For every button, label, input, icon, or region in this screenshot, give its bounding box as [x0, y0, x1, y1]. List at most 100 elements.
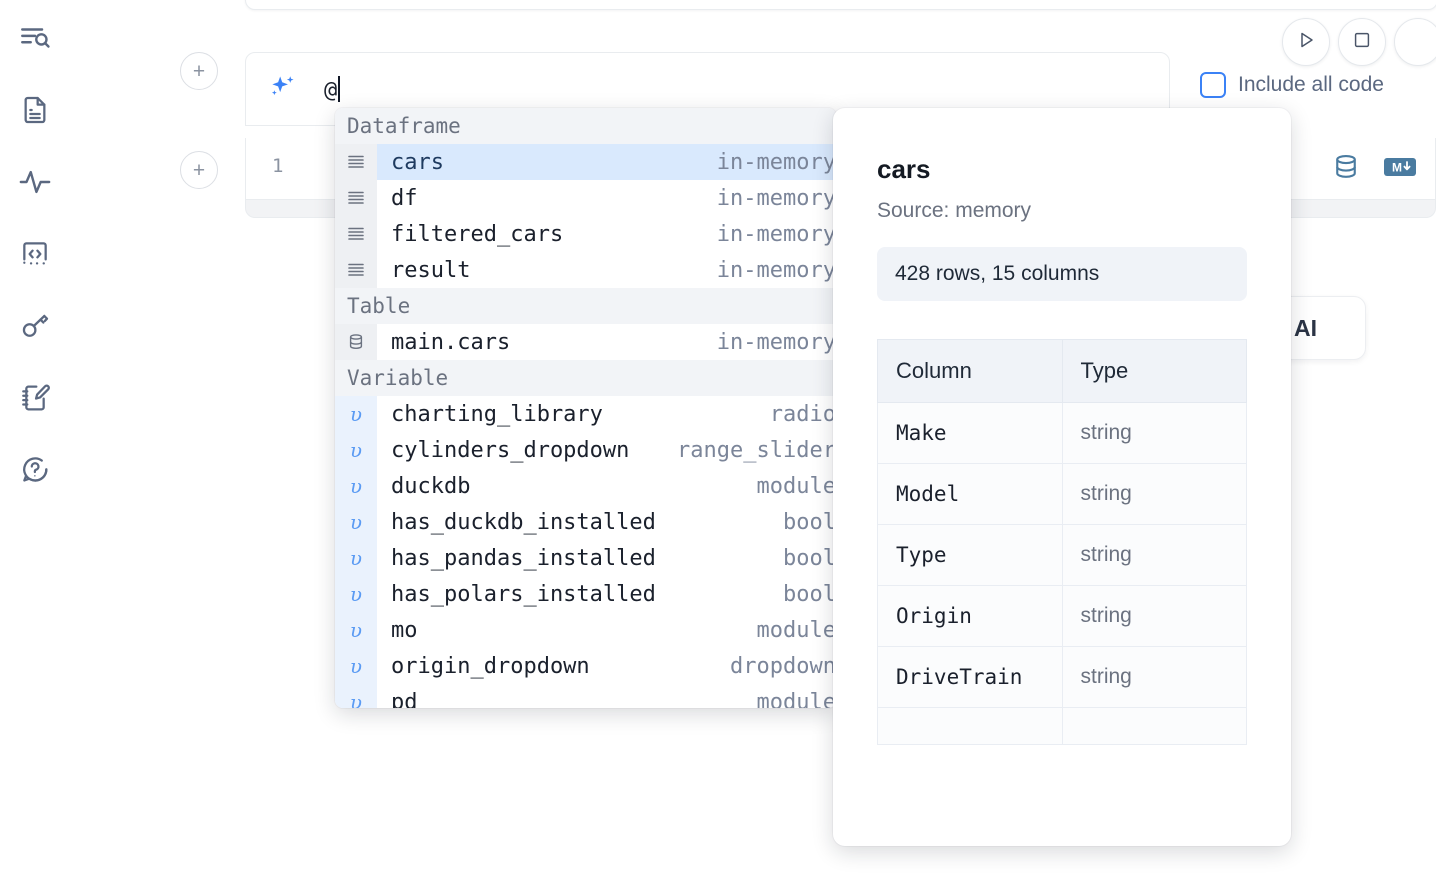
line-number: 1 — [272, 155, 284, 177]
autocomplete-item[interactable]: df in-memory — [335, 180, 836, 216]
sparkles-icon — [266, 72, 300, 106]
autocomplete-item[interactable]: result in-memory — [335, 252, 836, 288]
notebook-pen-icon — [19, 382, 51, 414]
include-all-code-label: Include all code — [1238, 73, 1384, 96]
autocomplete-item-name: has_duckdb_installed — [391, 509, 656, 535]
svg-text:M: M — [1392, 161, 1402, 175]
play-icon — [1294, 28, 1318, 57]
stop-button[interactable] — [1338, 18, 1386, 66]
upsilon-icon: υ — [335, 432, 377, 468]
plus-icon: + — [192, 158, 206, 182]
detail-source: Source: memory — [877, 199, 1032, 222]
autocomplete-item-type: in-memory — [716, 185, 836, 211]
ai-prompt-input[interactable]: @ — [324, 75, 341, 103]
column-type-cell: string — [1061, 463, 1247, 525]
autocomplete-item-type: in-memory — [716, 221, 836, 247]
text-caret — [338, 75, 341, 102]
run-button[interactable] — [1282, 18, 1330, 66]
column-name-cell: Type — [877, 524, 1063, 586]
sidebar-item-variables[interactable] — [13, 160, 57, 204]
column-name-cell — [877, 707, 1063, 745]
column-header-type: Type — [1061, 339, 1247, 403]
plus-icon: + — [192, 59, 206, 83]
stop-square-icon — [1351, 29, 1373, 56]
autocomplete-item[interactable]: cars in-memory — [335, 144, 836, 180]
upsilon-icon: υ — [335, 504, 377, 540]
autocomplete-item-type: module — [756, 617, 836, 643]
column-header-column: Column — [877, 339, 1063, 403]
key-icon — [19, 310, 51, 342]
autocomplete-item-name: pd — [391, 689, 418, 709]
upsilon-icon: υ — [335, 468, 377, 504]
autocomplete-item-type: in-memory — [716, 257, 836, 283]
activity-icon — [18, 165, 52, 199]
sidebar-item-explore[interactable] — [13, 16, 57, 60]
more-actions-button[interactable] — [1394, 18, 1436, 66]
upsilon-icon: υ — [335, 612, 377, 648]
column-type-cell — [1061, 707, 1247, 745]
sidebar-item-secrets[interactable] — [13, 304, 57, 348]
autocomplete-item-type: bool — [783, 581, 836, 607]
autocomplete-item[interactable]: filtered_cars in-memory — [335, 216, 836, 252]
add-cell-button-top[interactable]: + — [180, 52, 218, 90]
column-name-cell: Origin — [877, 585, 1063, 647]
sidebar-item-snippets[interactable] — [13, 232, 57, 276]
sidebar-rail — [0, 0, 70, 874]
autocomplete-item-name: df — [391, 185, 418, 211]
autocomplete-item-type: in-memory — [716, 149, 836, 175]
file-text-icon — [19, 94, 51, 126]
table-rows-icon — [335, 144, 377, 180]
database-icon[interactable] — [1331, 152, 1361, 187]
column-type-cell: string — [1061, 524, 1247, 586]
markdown-down-icon[interactable]: M — [1383, 155, 1417, 184]
column-type-cell: string — [1061, 585, 1247, 647]
autocomplete-group-header: Table — [335, 288, 836, 324]
autocomplete-item-name: cylinders_dropdown — [391, 437, 630, 463]
column-type-cell: string — [1061, 402, 1247, 464]
autocomplete-item-name: cars — [391, 149, 444, 175]
table-rows-icon — [335, 216, 377, 252]
include-all-code-checkbox[interactable] — [1200, 72, 1226, 98]
help-circle-icon — [19, 454, 51, 486]
sidebar-item-notebook[interactable] — [13, 88, 57, 132]
table-header-row: Column Type — [877, 339, 1247, 403]
add-cell-button-bottom[interactable]: + — [180, 151, 218, 189]
autocomplete-item-type: module — [756, 473, 836, 499]
upsilon-icon: υ — [335, 540, 377, 576]
table-row — [877, 707, 1247, 745]
previous-cell — [245, 0, 1436, 10]
autocomplete-item-type: bool — [783, 509, 836, 535]
table-rows-icon — [335, 252, 377, 288]
autocomplete-group-header: Variable — [335, 360, 836, 396]
upsilon-icon: υ — [335, 576, 377, 612]
autocomplete-item-name: filtered_cars — [391, 221, 564, 247]
dataframe-detail-panel: cars Source: memory 428 rows, 15 columns… — [833, 108, 1291, 846]
autocomplete-item-type: dropdown — [730, 653, 836, 679]
autocomplete-item-name: result — [391, 257, 471, 283]
autocomplete-item-name: mo — [391, 617, 418, 643]
list-search-icon — [18, 21, 52, 55]
upsilon-icon: υ — [335, 396, 377, 432]
autocomplete-group-header: Dataframe — [335, 108, 836, 144]
sidebar-item-help[interactable] — [13, 448, 57, 492]
autocomplete-item[interactable]: υ has_duckdb_installed bool — [335, 504, 836, 540]
sidebar-item-scratchpad[interactable] — [13, 376, 57, 420]
autocomplete-item-name: duckdb — [391, 473, 471, 499]
cell-toolbar: M — [1331, 152, 1417, 187]
include-all-code-toggle[interactable]: Include all code — [1200, 72, 1384, 98]
